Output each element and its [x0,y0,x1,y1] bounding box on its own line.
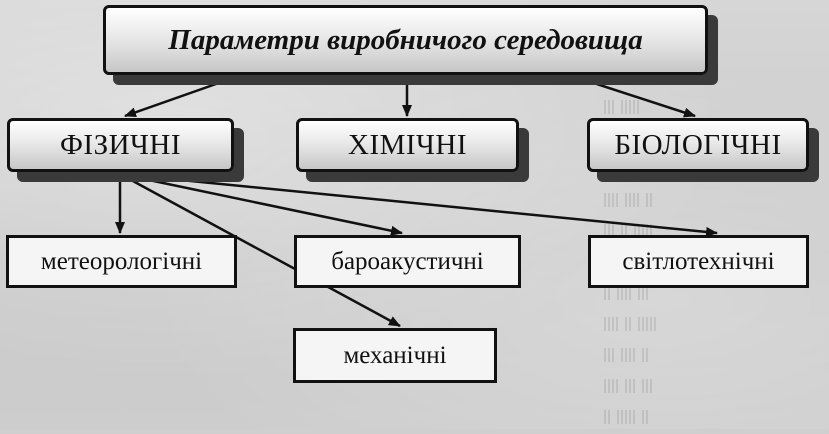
subtype-baroacoustic-label: бароакустичні [331,247,484,275]
arrow-title-to-biological [559,70,696,118]
arrow-title-to-physical [124,70,251,118]
category-physical-box: ФІЗИЧНІ [7,118,234,172]
arrow-physical-to-mechanical [119,172,401,328]
diagram-title-box: Параметри виробничого середовища [103,5,708,75]
category-biological-label: БІОЛОГІЧНІ [614,128,782,161]
category-chemical-label: ХІМІЧНІ [348,128,467,161]
subtype-lighting-box: світлотехнічні [588,235,809,288]
subtype-meteorological-box: метеорологічні [6,235,237,288]
subtype-meteorological-label: метеорологічні [40,247,203,275]
arrow-physical-to-lighting [119,172,718,237]
subtype-mechanical-box: механічні [293,328,497,383]
diagram-title: Параметри виробничого середовища [168,23,643,56]
subtype-mechanical-label: механічні [343,341,447,369]
arrow-physical-to-baroacoustic [119,172,403,236]
category-biological-box: БІОЛОГІЧНІ [587,118,809,172]
subtype-baroacoustic-box: бароакустичні [294,235,521,288]
category-chemical-box: ХІМІЧНІ [296,118,519,172]
subtype-lighting-label: світлотехнічні [622,247,775,275]
category-physical-label: ФІЗИЧНІ [60,128,181,161]
